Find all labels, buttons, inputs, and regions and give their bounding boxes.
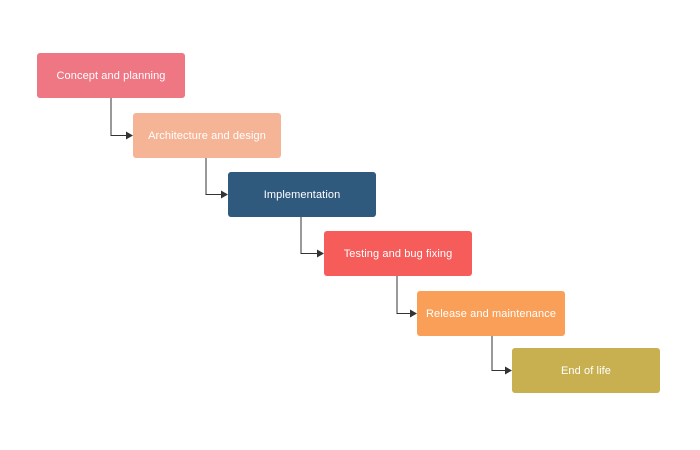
connector-arrowhead-5 xyxy=(505,366,512,375)
connector-line-5 xyxy=(491,336,506,371)
connector-arrowhead-2 xyxy=(221,190,228,199)
step-concept-and-planning[interactable]: Concept and planning xyxy=(37,53,185,98)
step-release-and-maintenance[interactable]: Release and maintenance xyxy=(417,291,565,336)
step-implementation[interactable]: Implementation xyxy=(228,172,376,217)
connector-line-1 xyxy=(110,98,127,136)
connector-line-4 xyxy=(396,276,411,314)
connector-line-3 xyxy=(300,217,318,254)
step-end-of-life[interactable]: End of life xyxy=(512,348,660,393)
step-testing-and-bug-fixing[interactable]: Testing and bug fixing xyxy=(324,231,472,276)
connector-arrowhead-4 xyxy=(410,309,417,318)
connector-arrowhead-1 xyxy=(126,131,133,140)
connector-arrowhead-3 xyxy=(317,249,324,258)
connector-line-2 xyxy=(205,158,222,195)
step-architecture-and-design[interactable]: Architecture and design xyxy=(133,113,281,158)
